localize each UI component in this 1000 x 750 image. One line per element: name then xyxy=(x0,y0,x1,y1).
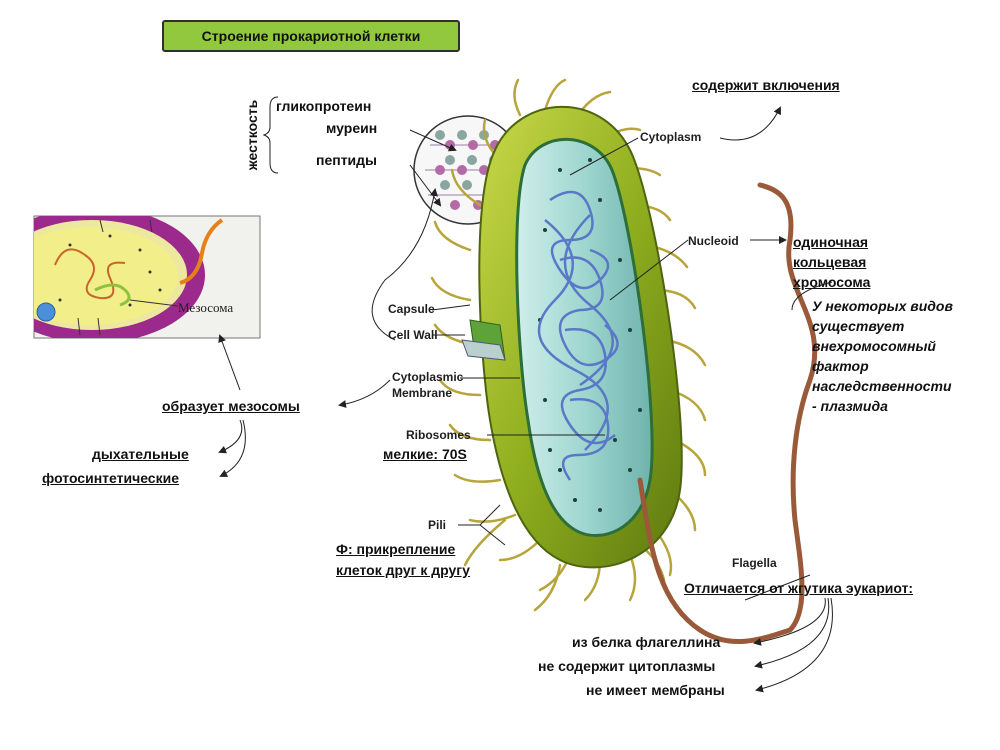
rigidity-label: жесткость xyxy=(244,99,260,171)
chromosome-note-3: хромосома xyxy=(793,274,871,290)
ribosomes-size-note: мелкие: 70S xyxy=(383,446,467,462)
chromosome-note-2: кольцевая xyxy=(793,254,867,270)
nucleoid-label: Nucleoid xyxy=(688,234,739,248)
murein-label: муреин xyxy=(326,120,378,136)
capsule-label: Capsule xyxy=(388,302,435,316)
bacterium-illustration xyxy=(430,78,818,645)
cytoplasm-label: Cytoplasm xyxy=(640,130,702,144)
photosynthetic-note: фотосинтетические xyxy=(42,470,179,486)
cell-wall-label: Cell Wall xyxy=(388,328,438,342)
leader-lines xyxy=(218,96,833,693)
plasmid-note-3: внехромосомный xyxy=(812,338,936,354)
flagella-difference-note: Отличается от жгутика эукариот: xyxy=(684,580,914,596)
flagella-point-2: не содержит цитоплазмы xyxy=(538,658,716,674)
page-title: Строение прокариотной клетки xyxy=(162,20,460,52)
cytoplasmic-membrane-label-2: Membrane xyxy=(392,386,453,400)
plasmid-note-4: фактор xyxy=(812,358,869,374)
flagella-point-1: из белка флагеллина xyxy=(572,634,721,650)
pili-label: Pili xyxy=(428,518,447,532)
mesosome-inset xyxy=(33,215,261,339)
ribosomes-label: Ribosomes xyxy=(406,428,471,442)
flagella-point-3: не имеет мембраны xyxy=(586,682,725,698)
plasmid-note-2: существует xyxy=(812,318,905,334)
plasmid-note-6: - плазмида xyxy=(812,398,888,414)
respiratory-note: дыхательные xyxy=(92,446,189,462)
glycoprotein-label: гликопротеин xyxy=(276,98,372,114)
flagella-label: Flagella xyxy=(732,556,777,570)
plasmid-note-5: наследственности xyxy=(812,378,952,394)
peptides-label: пептиды xyxy=(316,152,378,168)
mesosome-inset-label: Мезосома xyxy=(178,300,234,315)
pili-function-note-1: Ф: прикрепление xyxy=(336,541,456,557)
pili-function-note-2: клеток друг к другу xyxy=(336,562,470,578)
cytoplasmic-membrane-label-1: Cytoplasmic xyxy=(392,370,464,384)
plasmid-note-1: У некоторых видов xyxy=(812,298,953,314)
mesosomes-note: образует мезосомы xyxy=(162,398,300,414)
chromosome-note-1: одиночная xyxy=(793,234,869,250)
inclusions-note: содержит включения xyxy=(692,77,840,93)
